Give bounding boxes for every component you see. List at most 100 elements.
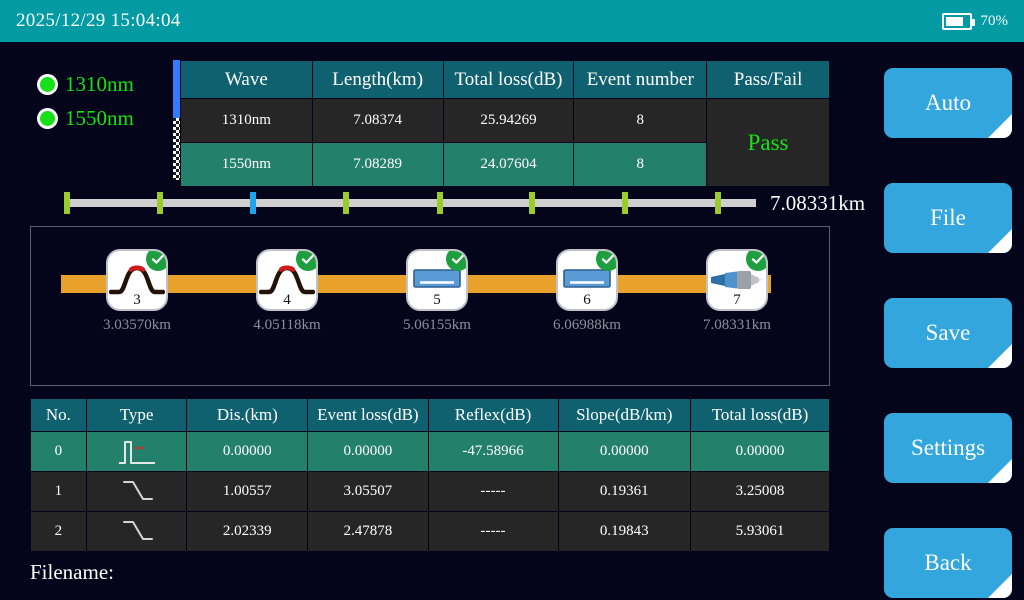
event-cell-no: 0 — [30, 431, 87, 472]
length-tick-3[interactable] — [343, 192, 349, 214]
event-distance-label: 3.03570km — [103, 317, 171, 333]
battery-status: 70% — [941, 12, 1009, 30]
filename-row: Filename: — [30, 560, 122, 585]
event-distance-label: 5.06155km — [403, 317, 471, 333]
event-number-label: 4 — [283, 292, 291, 308]
event-table: No. Type Dis.(km) Event loss(dB) Reflex(… — [30, 398, 831, 552]
event-distance-label: 7.08331km — [703, 317, 771, 333]
event-header-row: No. Type Dis.(km) Event loss(dB) Reflex(… — [30, 398, 831, 432]
check-icon — [596, 251, 616, 271]
button-column: Auto File Save Settings Back — [884, 68, 1012, 600]
length-tick-2[interactable] — [250, 192, 256, 214]
legend-item-1550[interactable]: 1550nm — [40, 106, 134, 131]
splice-connector-icon[interactable]: 6 — [556, 249, 618, 311]
summary-cell-event-number: 8 — [573, 142, 708, 187]
length-tick-0[interactable] — [64, 192, 70, 214]
event-header-no: No. — [30, 398, 87, 432]
summary-header-total-loss: Total loss(dB) — [442, 60, 575, 99]
summary-header-row: Wave Length(km) Total loss(dB) Event num… — [180, 60, 830, 99]
scrollbar-track[interactable] — [173, 118, 182, 180]
reflective-peak-icon[interactable]: 4 — [256, 249, 318, 311]
settings-button[interactable]: Settings — [884, 413, 1012, 483]
reflective-peak-icon[interactable]: 3 — [106, 249, 168, 311]
event-cell-reflex: ----- — [427, 511, 559, 552]
event-cell-slope: 0.19843 — [557, 511, 691, 552]
event-cell-distance: 0.00000 — [186, 431, 309, 472]
event-marker[interactable]: 3 3.03570km — [103, 249, 171, 334]
event-cell-no: 2 — [30, 511, 87, 552]
legend-label-1550: 1550nm — [65, 106, 134, 130]
table-row[interactable]: 1550nm 7.08289 24.07604 8 — [180, 142, 830, 187]
event-cell-event-loss: 0.00000 — [307, 431, 429, 472]
fiber-end-connector-icon[interactable]: 7 — [706, 249, 768, 311]
summary-header-event-number: Event number — [573, 60, 708, 99]
length-bar-track — [64, 199, 756, 207]
event-marker[interactable]: 7 7.08331km — [703, 249, 771, 334]
length-tick-7[interactable] — [715, 192, 721, 214]
check-icon — [446, 251, 466, 271]
scrollbar-thumb[interactable] — [173, 60, 182, 118]
event-cell-total-loss: 0.00000 — [689, 431, 831, 472]
event-header-distance: Dis.(km) — [186, 398, 309, 432]
loss-step-icon — [85, 511, 188, 552]
led-indicator-icon — [40, 77, 55, 92]
check-icon — [146, 251, 166, 271]
event-cell-reflex: ----- — [427, 471, 559, 512]
event-distance-label: 6.06988km — [553, 317, 621, 333]
led-indicator-icon — [40, 111, 55, 126]
datetime-label: 2025/12/29 15:04:04 — [16, 10, 181, 31]
event-header-slope: Slope(dB/km) — [557, 398, 691, 432]
fiber-length-bar[interactable]: 7.08331km — [40, 191, 865, 215]
summary-cell-total-loss: 25.94269 — [442, 98, 575, 143]
event-header-total-loss: Total loss(dB) — [689, 398, 831, 432]
event-cell-total-loss: 5.93061 — [689, 511, 831, 552]
back-button[interactable]: Back — [884, 528, 1012, 598]
legend-item-1310[interactable]: 1310nm — [40, 72, 134, 97]
battery-percent-label: 70% — [980, 12, 1009, 29]
event-cell-slope: 0.19361 — [557, 471, 691, 512]
legend-label-1310: 1310nm — [65, 72, 134, 96]
event-header-reflex: Reflex(dB) — [427, 398, 559, 432]
length-tick-1[interactable] — [157, 192, 163, 214]
length-tick-5[interactable] — [529, 192, 535, 214]
summary-header-length: Length(km) — [311, 60, 444, 99]
event-cell-slope: 0.00000 — [557, 431, 691, 472]
summary-table: Wave Length(km) Total loss(dB) Event num… — [180, 60, 830, 187]
event-cell-event-loss: 3.05507 — [307, 471, 429, 512]
event-number-label: 7 — [733, 292, 741, 308]
length-tick-4[interactable] — [437, 192, 443, 214]
event-cell-reflex: -47.58966 — [427, 431, 559, 472]
status-badge: Pass — [706, 98, 830, 187]
summary-header-wave: Wave — [180, 60, 313, 99]
event-header-type: Type — [85, 398, 188, 432]
event-number-label: 6 — [583, 292, 591, 308]
summary-scrollbar[interactable] — [173, 60, 182, 180]
summary-cell-wave: 1310nm — [180, 98, 313, 143]
save-button[interactable]: Save — [884, 298, 1012, 368]
length-tick-6[interactable] — [622, 192, 628, 214]
loss-step-icon — [85, 471, 188, 512]
event-number-label: 5 — [433, 292, 441, 308]
event-marker[interactable]: 6 6.06988km — [553, 249, 621, 334]
table-row[interactable]: 1310nm 7.08374 25.94269 8 Pass — [180, 98, 830, 187]
event-cell-total-loss: 3.25008 — [689, 471, 831, 512]
event-cell-event-loss: 2.47878 — [307, 511, 429, 552]
summary-cell-total-loss: 24.07604 — [442, 142, 575, 187]
event-marker[interactable]: 5 5.06155km — [403, 249, 471, 334]
summary-cell-length: 7.08289 — [311, 142, 444, 187]
file-button[interactable]: File — [884, 183, 1012, 253]
filename-label: Filename: — [30, 560, 114, 584]
summary-cell-wave: 1550nm — [180, 142, 313, 187]
splice-connector-icon[interactable]: 5 — [406, 249, 468, 311]
summary-header-pass-fail: Pass/Fail — [706, 60, 830, 99]
length-value-label: 7.08331km — [770, 191, 866, 215]
auto-button[interactable]: Auto — [884, 68, 1012, 138]
check-icon — [296, 251, 316, 271]
summary-cell-length: 7.08374 — [311, 98, 444, 143]
summary-cell-event-number: 8 — [573, 98, 708, 143]
